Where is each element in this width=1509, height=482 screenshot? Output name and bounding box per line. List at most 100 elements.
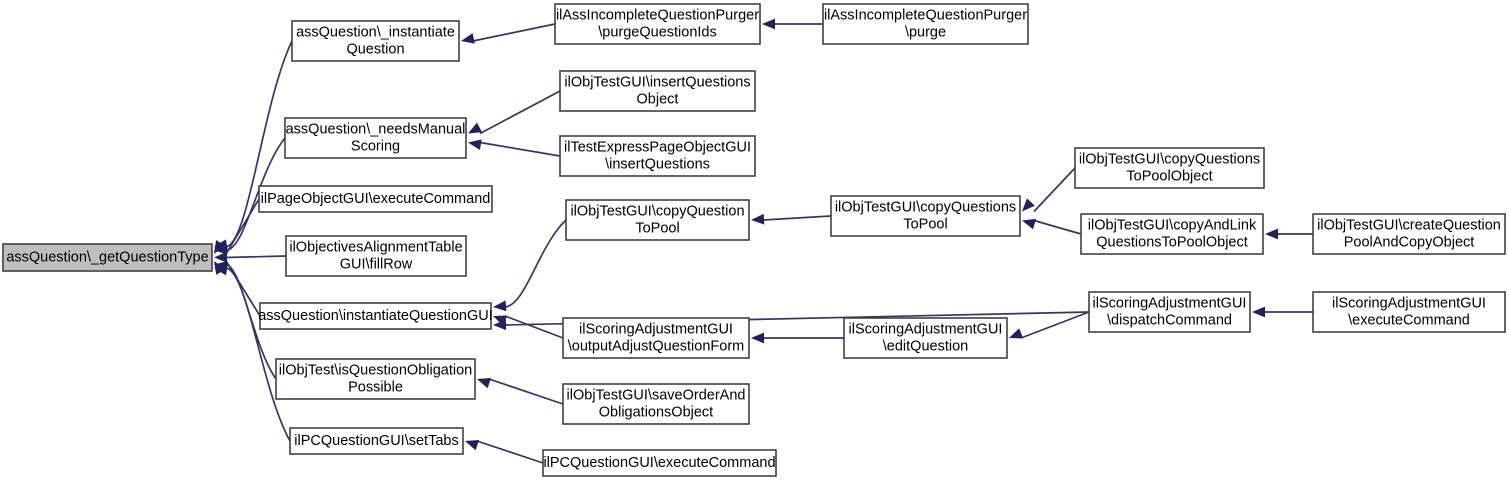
edge-line bbox=[225, 255, 287, 259]
node-box[interactable] bbox=[1074, 147, 1265, 189]
node-box[interactable] bbox=[822, 3, 1029, 45]
node-label-line: ilPageObjectGUI\executeCommand bbox=[261, 191, 491, 207]
node-label-line: ObligationsObject bbox=[599, 404, 713, 420]
node-label-line: ToPool bbox=[903, 216, 947, 232]
node-box[interactable] bbox=[1312, 291, 1506, 333]
edge-arrowhead bbox=[751, 332, 764, 344]
edge-arrowhead bbox=[762, 18, 775, 30]
node-label-line: \outputAdjustQuestionForm bbox=[568, 338, 745, 354]
node-label-line: assQuestion\_needsManual bbox=[286, 121, 466, 137]
edge-arrowhead bbox=[214, 240, 226, 254]
edge-arrowhead bbox=[461, 33, 475, 44]
call-edge bbox=[1265, 228, 1313, 240]
edge-line bbox=[225, 198, 260, 255]
edge-arrowhead bbox=[493, 319, 507, 331]
node-box[interactable] bbox=[275, 358, 476, 400]
node-box[interactable] bbox=[258, 185, 493, 213]
node-layer: assQuestion\_getQuestionType assQuestion\… bbox=[2, 3, 1506, 477]
edge-line bbox=[225, 260, 261, 317]
call-edge bbox=[214, 264, 291, 442]
node-box[interactable] bbox=[559, 135, 756, 177]
edge-line bbox=[1020, 311, 1090, 339]
node-label-line: Question bbox=[346, 41, 404, 57]
call-edge bbox=[751, 332, 844, 344]
node-label-line: ilObjTestGUI\insertQuestions bbox=[564, 74, 750, 90]
node-box[interactable] bbox=[554, 3, 761, 45]
node-label-line: ilAssIncompleteQuestionPurger bbox=[824, 7, 1027, 23]
graph-node-copyAndLinkQuestionsToPoolObject[interactable]: ilObjTestGUI\copyAndLinkQuestionsToPoolO… bbox=[1080, 213, 1264, 255]
graph-node-testExpressInsertQuestions[interactable]: ilTestExpressPageObjectGUI\insertQuestio… bbox=[559, 135, 756, 177]
graph-node-instantiateQuestion[interactable]: assQuestion\_instantiateQuestion bbox=[291, 20, 460, 62]
node-label-line: ilScoringAdjustmentGUI bbox=[1332, 295, 1486, 311]
graph-node-purgeQuestionIds[interactable]: ilAssIncompleteQuestionPurger\purgeQuest… bbox=[554, 3, 761, 45]
graph-node-getQuestionType[interactable]: assQuestion\_getQuestionType bbox=[2, 243, 213, 272]
graph-node-saveOrderAndObligationsObject[interactable]: ilObjTestGUI\saveOrderAndObligationsObje… bbox=[562, 383, 750, 425]
node-label-line: assQuestion\instantiateQuestionGUI bbox=[258, 308, 493, 324]
edge-line bbox=[479, 141, 561, 157]
edge-arrowhead bbox=[1265, 228, 1278, 240]
node-box[interactable] bbox=[565, 199, 750, 241]
node-label-line: ilObjTestGUI\copyAndLink bbox=[1088, 217, 1257, 233]
node-box[interactable] bbox=[1080, 213, 1264, 255]
node-box[interactable] bbox=[830, 195, 1021, 237]
call-edge bbox=[1022, 218, 1082, 235]
call-edge bbox=[214, 260, 261, 317]
edge-line bbox=[225, 40, 293, 248]
node-box[interactable] bbox=[285, 235, 467, 277]
node-label-line: ilObjTestGUI\copyQuestions bbox=[1079, 151, 1260, 167]
node-box[interactable] bbox=[1312, 213, 1506, 255]
node-label-line: ToPoolObject bbox=[1126, 168, 1212, 184]
node-box-highlighted[interactable] bbox=[2, 243, 213, 272]
graph-node-createQuestionPoolAndCopyObject[interactable]: ilObjTestGUI\createQuestionPoolAndCopyOb… bbox=[1312, 213, 1506, 255]
node-box[interactable] bbox=[843, 317, 1008, 359]
graph-node-pageObjectExecuteCommand[interactable]: ilPageObjectGUI\executeCommand bbox=[258, 185, 493, 213]
node-box[interactable] bbox=[289, 427, 464, 455]
graph-node-pcQuestionExecuteCommand[interactable]: ilPCQuestionGUI\executeCommand bbox=[542, 449, 777, 477]
edge-line bbox=[476, 440, 544, 464]
node-box[interactable] bbox=[562, 317, 750, 359]
node-box[interactable] bbox=[562, 383, 750, 425]
node-label-line: \dispatchCommand bbox=[1107, 312, 1232, 328]
node-box[interactable] bbox=[542, 449, 777, 477]
node-box[interactable] bbox=[559, 70, 756, 112]
call-edge bbox=[214, 198, 260, 255]
node-label-line: PoolAndCopyObject bbox=[1344, 234, 1475, 250]
call-edge bbox=[1022, 167, 1076, 213]
node-label-line: ilObjTest\isQuestionObligation bbox=[279, 362, 472, 378]
edge-arrowhead bbox=[468, 122, 483, 134]
edge-line bbox=[225, 137, 286, 252]
node-label-line: \purge bbox=[905, 24, 946, 40]
node-box[interactable] bbox=[1088, 291, 1251, 333]
node-label-line: ilObjTestGUI\copyQuestion bbox=[570, 203, 744, 219]
edge-arrowhead bbox=[1252, 306, 1265, 318]
graph-node-scoringExecuteCommand[interactable]: ilScoringAdjustmentGUI\executeCommand bbox=[1312, 291, 1506, 333]
node-box[interactable] bbox=[284, 117, 467, 159]
node-label-line: ilObjTestGUI\createQuestion bbox=[1317, 217, 1501, 233]
graph-node-dispatchCommand[interactable]: ilScoringAdjustmentGUI\dispatchCommand bbox=[1088, 291, 1251, 333]
edge-line bbox=[504, 219, 567, 308]
node-label-line: ilAssIncompleteQuestionPurger bbox=[556, 7, 759, 23]
node-label-line: \insertQuestions bbox=[605, 156, 710, 172]
graph-node-instantiateQuestionGUI[interactable]: assQuestion\instantiateQuestionGUI bbox=[258, 302, 493, 330]
edge-line bbox=[472, 23, 556, 42]
node-label-line: ilScoringAdjustmentGUI bbox=[579, 321, 733, 337]
graph-node-pcQuestionSetTabs[interactable]: ilPCQuestionGUI\setTabs bbox=[289, 427, 464, 455]
node-box[interactable] bbox=[291, 20, 460, 62]
node-box[interactable] bbox=[259, 302, 492, 330]
call-edge bbox=[468, 139, 561, 157]
call-edge bbox=[493, 219, 567, 312]
edge-line bbox=[762, 215, 832, 221]
graph-node-editQuestion[interactable]: ilScoringAdjustmentGUI\editQuestion bbox=[843, 317, 1008, 359]
node-label-line: \editQuestion bbox=[883, 338, 968, 354]
graph-node-outputAdjustQuestionForm[interactable]: ilScoringAdjustmentGUI\outputAdjustQuest… bbox=[562, 317, 750, 359]
graph-node-purge[interactable]: ilAssIncompleteQuestionPurger\purge bbox=[822, 3, 1029, 45]
